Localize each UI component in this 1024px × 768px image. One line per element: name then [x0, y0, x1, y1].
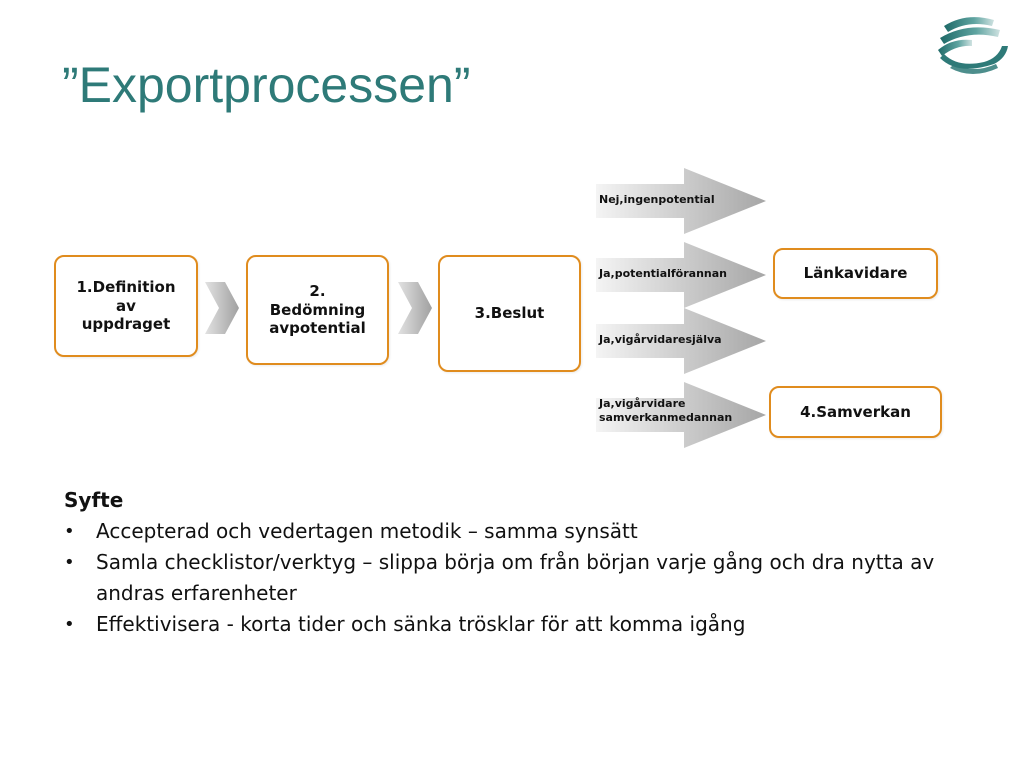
- slide-title: ”Exportprocessen”: [62, 57, 471, 113]
- chevron-arrow-icon: [205, 282, 239, 334]
- bullet-item: • Accepterad och vedertagen metodik – sa…: [64, 516, 984, 547]
- logo-icon: [938, 17, 1008, 74]
- bullet-text: Samla checklistor/verktyg – slippa börja…: [96, 550, 935, 605]
- decision-arrow-icon: [596, 382, 766, 448]
- chevron-arrow-icon: [398, 282, 432, 334]
- bullet-text: Effektivisera - korta tider och sänka tr…: [96, 612, 746, 636]
- purpose-bullet-list: • Accepterad och vedertagen metodik – sa…: [64, 516, 984, 640]
- purpose-heading: Syfte: [64, 488, 124, 512]
- decision-arrow-icon: [596, 308, 766, 374]
- arrow-label-cooperate: Ja,vigårvidare samverkanmedannan: [599, 397, 733, 425]
- step-box-assessment: 2. Bedömning avpotential: [246, 255, 389, 365]
- outcome-label: Länkavidare: [803, 264, 908, 283]
- export-process-diagram: 1.Definition av uppdraget 2. Bedömning a…: [54, 168, 942, 448]
- step-box-decision: 3.Beslut: [438, 255, 581, 372]
- outcome-label: 4.Samverkan: [800, 402, 911, 421]
- step-label: 3.Beslut: [474, 304, 545, 323]
- bullet-dot: •: [64, 552, 75, 573]
- arrow-label-potential-other: Ja,potentialförannan: [599, 267, 728, 280]
- outcome-box-forward: Länkavidare: [773, 248, 938, 299]
- outcome-box-cooperation: 4.Samverkan: [769, 386, 942, 438]
- step-box-definition: 1.Definition av uppdraget: [54, 255, 198, 357]
- bullet-dot: •: [64, 614, 75, 635]
- decision-arrow-icon: [596, 168, 766, 234]
- decision-arrow-icon: [596, 242, 766, 308]
- bullet-text: Accepterad och vedertagen metodik – samm…: [96, 519, 638, 543]
- purpose-section: Syfte • Accepterad och vedertagen metodi…: [64, 488, 984, 640]
- arrow-label-no-potential: Nej,ingenpotential: [599, 193, 715, 206]
- step-label: 2. Bedömning avpotential: [269, 281, 366, 338]
- step-label: 1.Definition av uppdraget: [76, 277, 176, 334]
- bullet-item: • Samla checklistor/verktyg – slippa bör…: [64, 547, 984, 609]
- arrow-label-proceed-ourselves: Ja,vigårvidaresjälva: [599, 333, 722, 346]
- bullet-item: • Effektivisera - korta tider och sänka …: [64, 609, 984, 640]
- bullet-dot: •: [64, 521, 75, 542]
